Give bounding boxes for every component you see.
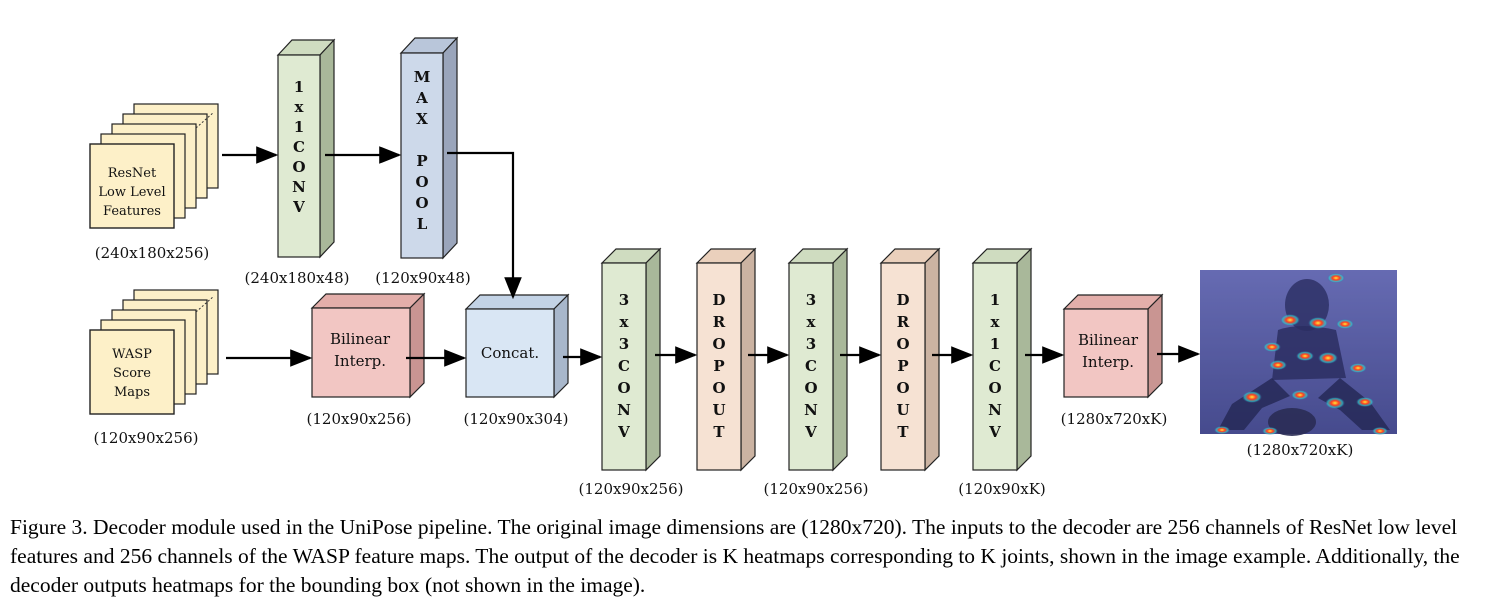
concat-dims: (120x90x304)	[464, 410, 569, 428]
output-dims: (1280x720xK)	[1247, 441, 1354, 459]
bilinear-interp-block-left: Bilinear Interp.	[310, 292, 426, 399]
conv3x3-b-letter: x	[807, 313, 817, 331]
wasp-label-line-3: Maps	[114, 385, 150, 400]
dropout-a-letter: O	[712, 335, 725, 353]
conv1x1-a-letter: x	[295, 98, 305, 116]
maxpool-letter: A	[415, 89, 428, 107]
conv1x1-a-letter: O	[292, 158, 305, 176]
conv1x1-b-letter: x	[991, 313, 1001, 331]
conv3x3-a-letter: C	[618, 357, 630, 375]
conv3x3-b-letter: 3	[806, 291, 816, 309]
concat-block: Concat.	[464, 293, 570, 399]
conv1x1-b-letter: C	[989, 357, 1001, 375]
maxpool-letter: L	[417, 215, 428, 233]
wasp-dims: (120x90x256)	[94, 429, 199, 447]
conv3x3-b-letter: 3	[806, 335, 816, 353]
resnet-label-line-1: ResNet	[108, 166, 157, 181]
dropout-b-letter: O	[896, 379, 909, 397]
dropout-b-letter: O	[896, 335, 909, 353]
dropout-a-letter: P	[713, 357, 724, 375]
concat-label: Concat.	[481, 344, 539, 362]
maxpool-letter: M	[414, 68, 431, 86]
dropout-a-letter: O	[712, 379, 725, 397]
bilinear-interp-block-right: Bilinear Interp.	[1062, 293, 1164, 399]
dropout-b-letter: D	[896, 291, 909, 309]
bilinear-right-line-1: Bilinear	[1078, 331, 1139, 349]
conv1x1-a-letter: 1	[294, 78, 304, 96]
connection-arrows	[222, 146, 1201, 367]
conv1x1-b-letter: 1	[990, 335, 1000, 353]
dropout-b-letter: U	[896, 401, 909, 419]
conv1x1-b-letter: O	[988, 379, 1001, 397]
bilinear-right-line-2: Interp.	[1082, 353, 1134, 371]
dropout-a-letter: U	[712, 401, 725, 419]
dropout-a-letter: T	[713, 423, 725, 441]
resnet-label-line-2: Low Level	[98, 185, 165, 200]
dropout-a-letter: R	[713, 313, 726, 331]
conv1x1-2-dims: (120x90xK)	[958, 480, 1046, 498]
conv1x1-a-letter: V	[292, 198, 305, 216]
conv1x1-a-letter: N	[292, 178, 306, 196]
figure-caption: Figure 3. Decoder module used in the Uni…	[10, 515, 1460, 597]
maxpool-letter: O	[415, 173, 428, 191]
conv1x1-a-letter: 1	[294, 118, 304, 136]
conv3x3-1-dims: (120x90x256)	[579, 480, 684, 498]
conv3x3-a-letter: x	[620, 313, 630, 331]
decoder-diagram: ResNet Low Level Features (240x180x256) …	[89, 36, 1397, 498]
conv3x3-b-letter: C	[805, 357, 817, 375]
bilinear-left-line-1: Bilinear	[330, 330, 391, 348]
bilinear-left-dims: (120x90x256)	[307, 410, 412, 428]
conv3x3-2-dims: (120x90x256)	[764, 480, 869, 498]
bilinear-right-dims: (1280x720xK)	[1061, 410, 1168, 428]
dropout-a-letter: D	[712, 291, 725, 309]
conv1x1-b-letter: N	[988, 401, 1002, 419]
conv3x3-a-letter: 3	[619, 335, 629, 353]
conv3x3-b-letter: V	[804, 423, 817, 441]
wasp-label-line-2: Score	[113, 366, 151, 381]
resnet-dims: (240x180x256)	[95, 244, 210, 262]
output-heatmap-image	[1200, 270, 1397, 436]
wasp-maps-stack: WASP Score Maps	[89, 289, 219, 415]
conv3x3-a-letter: N	[617, 401, 631, 419]
maxpool-dims: (120x90x48)	[375, 269, 470, 287]
maxpool-letter: O	[415, 194, 428, 212]
conv1x1-a-letter: C	[293, 138, 305, 156]
dropout-b-letter: R	[897, 313, 910, 331]
conv3x3-a-letter: V	[617, 423, 630, 441]
conv3x3-a-letter: 3	[619, 291, 629, 309]
maxpool-letter: P	[416, 152, 427, 170]
resnet-label-line-3: Features	[103, 204, 161, 219]
wasp-label-line-1: WASP	[112, 347, 152, 362]
bilinear-left-line-2: Interp.	[334, 352, 386, 370]
dropout-b-letter: P	[897, 357, 908, 375]
dropout-b-letter: T	[897, 423, 909, 441]
conv3x3-b-letter: N	[804, 401, 818, 419]
resnet-features-stack: ResNet Low Level Features	[89, 103, 219, 229]
conv3x3-b-letter: O	[804, 379, 817, 397]
conv3x3-a-letter: O	[617, 379, 630, 397]
conv1x1-top-dims: (240x180x48)	[245, 269, 350, 287]
conv1x1-b-letter: V	[988, 423, 1001, 441]
conv1x1-b-letter: 1	[990, 291, 1000, 309]
maxpool-letter: X	[416, 110, 428, 128]
